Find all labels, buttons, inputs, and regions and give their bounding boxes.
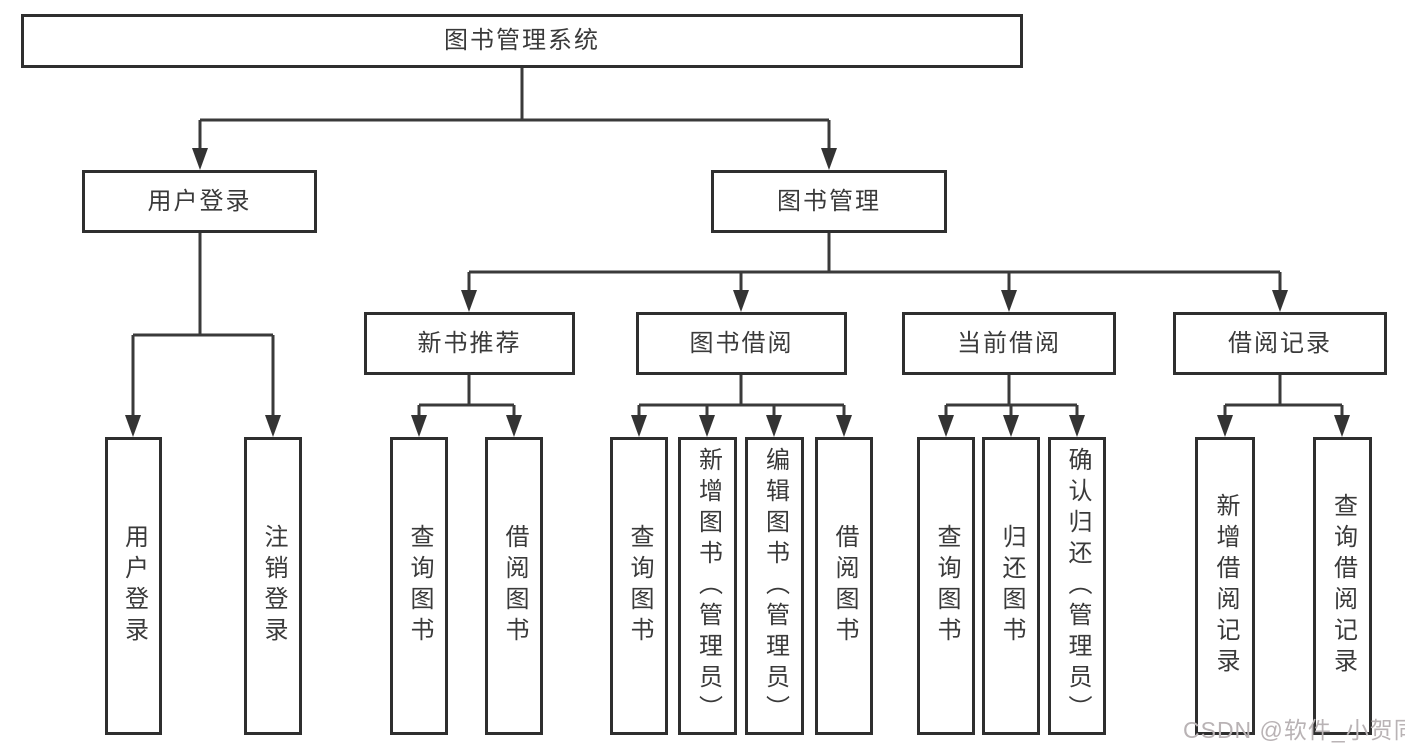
node-leaf-query-books-current: 查询图书	[917, 437, 975, 735]
node-label: 借阅记录	[1228, 329, 1332, 357]
node-leaf-user-login: 用户登录	[105, 437, 162, 735]
node-library-management-system: 图书管理系统	[21, 14, 1023, 68]
node-leaf-query-books-borrow: 查询图书	[610, 437, 668, 735]
node-label: 新增图书（管理员）	[694, 446, 722, 726]
node-leaf-edit-books-admin: 编辑图书（管理员）	[745, 437, 804, 735]
node-current-borrowing: 当前借阅	[902, 312, 1116, 375]
node-label: 新书推荐	[417, 329, 522, 357]
node-leaf-confirm-return-admin: 确认归还（管理员）	[1048, 437, 1106, 735]
node-label: 确认归还（管理员）	[1064, 446, 1091, 726]
node-label: 查询图书	[933, 524, 960, 648]
node-label: 查询图书	[626, 524, 653, 648]
node-leaf-logout: 注销登录	[244, 437, 302, 735]
node-leaf-add-borrow-record: 新增借阅记录	[1195, 437, 1255, 735]
node-label: 归还图书	[998, 524, 1025, 648]
node-new-book-recommendation: 新书推荐	[364, 312, 575, 375]
node-label: 编辑图书（管理员）	[761, 446, 789, 726]
node-leaf-query-books-recommend: 查询图书	[390, 437, 448, 735]
node-label: 查询图书	[406, 524, 433, 648]
node-label: 当前借阅	[957, 329, 1061, 357]
node-label: 注销登录	[260, 524, 287, 648]
node-leaf-borrow-books: 借阅图书	[815, 437, 873, 735]
node-label: 借阅图书	[501, 524, 528, 648]
node-leaf-borrow-books-recommend: 借阅图书	[485, 437, 543, 735]
node-label: 图书管理系统	[444, 27, 600, 54]
node-label: 图书借阅	[689, 329, 794, 357]
node-borrowing-records: 借阅记录	[1173, 312, 1387, 375]
csdn-watermark: CSDN @软件_小贺同学	[1183, 717, 1405, 743]
node-label: 新增借阅记录	[1212, 493, 1239, 679]
arrowheads	[125, 148, 1350, 437]
node-leaf-add-books-admin: 新增图书（管理员）	[678, 437, 737, 735]
node-label: 用户登录	[147, 187, 252, 215]
node-label: 图书管理	[777, 187, 881, 215]
node-leaf-query-borrow-record: 查询借阅记录	[1313, 437, 1372, 735]
node-book-management-module: 图书管理	[711, 170, 947, 233]
node-user-login-module: 用户登录	[82, 170, 317, 233]
node-leaf-return-books: 归还图书	[982, 437, 1040, 735]
node-label: 用户登录	[120, 524, 148, 648]
node-book-borrowing: 图书借阅	[636, 312, 847, 375]
node-label: 查询借阅记录	[1329, 493, 1357, 679]
node-label: 借阅图书	[831, 524, 858, 648]
